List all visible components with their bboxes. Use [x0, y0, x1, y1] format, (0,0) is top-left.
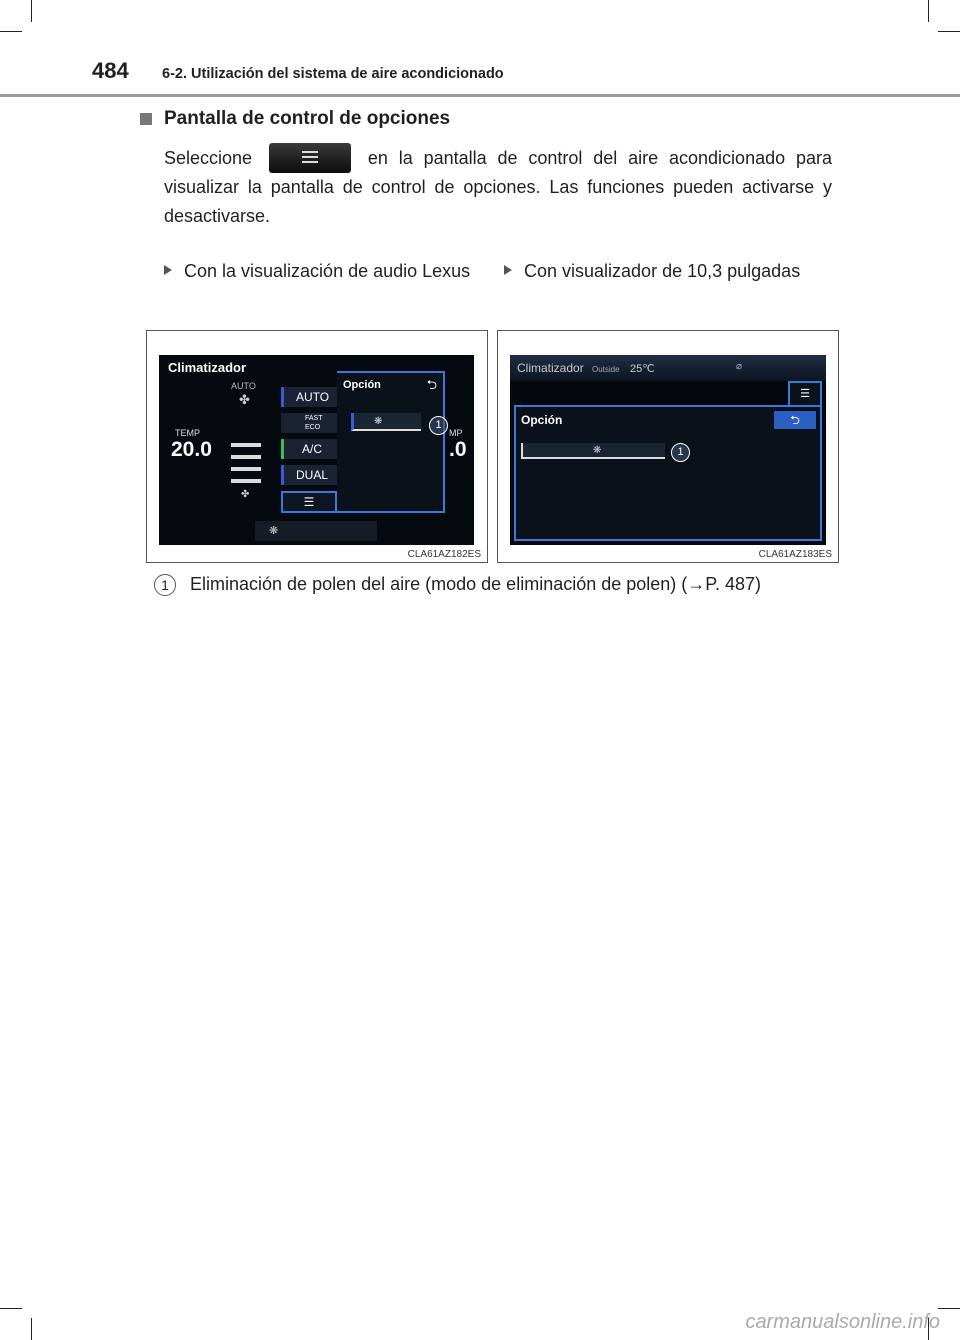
image-code: CLA61AZ183ES — [758, 549, 832, 560]
header-divider — [0, 94, 960, 97]
item-text: Eliminación de polen del aire (modo de e… — [190, 574, 761, 594]
pollen-removal-button[interactable]: ❋ — [351, 413, 421, 431]
temp-label: TEMP — [175, 428, 201, 438]
outside-label: Outside — [592, 365, 620, 374]
paragraph-lead: Seleccione — [164, 148, 253, 168]
caption-right-text: Con visualizador de 10,3 pulgadas — [524, 261, 801, 281]
fast-eco-button-label: FAST ECO — [305, 415, 323, 431]
paragraph-rest: en la pantalla de control del aire acond… — [164, 148, 832, 226]
auto-button[interactable]: AUTO — [281, 387, 337, 407]
item-number: 1 — [154, 574, 176, 596]
list-item: 1 Eliminación de polen del aire (modo de … — [154, 570, 761, 599]
section-title: 6-2. Utilización del sistema de aire aco… — [162, 66, 504, 82]
status-icon: ⌀ — [736, 361, 743, 372]
crop-mark — [31, 1318, 32, 1340]
page-number: 484 — [92, 58, 129, 83]
screenshot-left: Climatizador AUTO ✤ TEMP 20.0 ✤ AUTO FAS… — [146, 330, 488, 563]
triangle-bullet-icon — [164, 265, 172, 275]
crop-mark — [0, 1308, 22, 1309]
ac-button-label: A/C — [302, 442, 323, 456]
screen-title: Climatizador — [168, 360, 247, 375]
crop-mark — [938, 31, 960, 32]
temp-value: 20.0 — [171, 438, 212, 461]
caption-left-text: Con la visualización de audio Lexus — [184, 261, 471, 281]
option-panel: Opción ⮌ ❋ — [337, 371, 445, 513]
ac-button[interactable]: A/C — [281, 439, 337, 459]
option-panel-title: Opción — [343, 379, 381, 391]
subheading: Pantalla de control de opciones — [140, 108, 450, 130]
triangle-bullet-icon — [504, 265, 512, 275]
option-menu-button-icon — [268, 143, 351, 173]
image-code: CLA61AZ182ES — [407, 549, 481, 560]
callout-1: 1 — [671, 443, 690, 462]
back-button[interactable]: ⮌ — [426, 377, 437, 392]
callout-1: 1 — [429, 416, 448, 435]
auto-button-label: AUTO — [296, 390, 330, 404]
crop-mark — [928, 1318, 929, 1340]
crop-mark — [31, 0, 32, 22]
fan-low-icon: ✤ — [241, 489, 250, 500]
option-panel-title: Opción — [521, 413, 563, 427]
screenshot-right: Climatizador Outside 25℃ ⌀ ☰ Opción ⮌ ❋ … — [497, 330, 839, 563]
crop-mark — [928, 0, 929, 22]
screen-top-bar — [510, 355, 826, 381]
fan-level-bars — [231, 443, 261, 483]
fan-icon: ✤ — [239, 392, 250, 407]
dual-button[interactable]: DUAL — [281, 465, 337, 485]
crop-mark — [938, 1308, 960, 1309]
menu-tab-button[interactable]: ☰ — [788, 381, 822, 407]
screen-title: Climatizador — [517, 361, 584, 375]
caption-right: Con visualizador de 10,3 pulgadas — [504, 257, 800, 286]
climate-screen-left: Climatizador AUTO ✤ TEMP 20.0 ✤ AUTO FAS… — [159, 355, 474, 545]
option-menu-button[interactable]: ☰ — [281, 491, 337, 513]
outside-temp: 25℃ — [630, 363, 655, 375]
option-panel: Opción ⮌ ❋ — [514, 405, 822, 541]
auto-label: AUTO — [231, 381, 256, 391]
square-bullet-icon — [140, 113, 152, 125]
right-temp-value: .0 — [449, 438, 467, 461]
crop-mark — [0, 31, 22, 32]
subheading-text: Pantalla de control de opciones — [164, 108, 451, 129]
watermark: carmanualsonline.info — [745, 1311, 940, 1333]
dual-button-label: DUAL — [296, 468, 329, 482]
body-paragraph: Seleccione en la pantalla de control del… — [164, 143, 832, 231]
fast-eco-button[interactable]: FAST ECO — [281, 413, 337, 433]
right-temp-label: MP — [449, 428, 463, 438]
pollen-quick-button[interactable]: ❋ — [255, 521, 377, 541]
back-button[interactable]: ⮌ — [774, 411, 816, 429]
pollen-removal-button[interactable]: ❋ — [521, 443, 665, 459]
caption-left: Con la visualización de audio Lexus — [164, 257, 482, 286]
climate-screen-right: Climatizador Outside 25℃ ⌀ ☰ Opción ⮌ ❋ … — [510, 355, 826, 545]
